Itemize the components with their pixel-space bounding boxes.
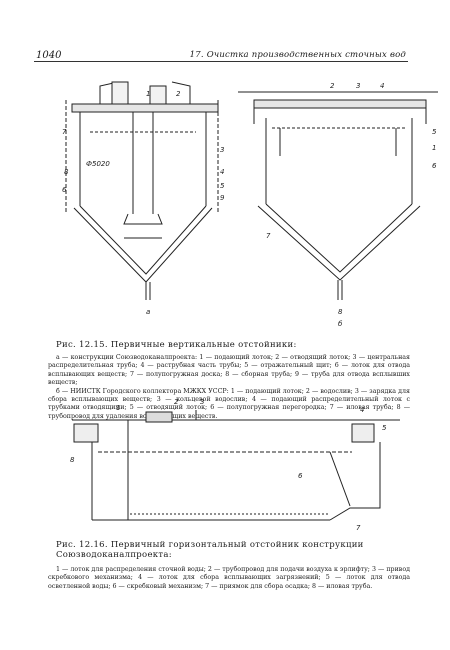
label-b-2: 2 — [330, 82, 335, 90]
label-b-6: 6 — [432, 162, 437, 170]
page-number: 1040 — [36, 50, 62, 61]
label-a-7: 7 — [62, 128, 67, 136]
figure-12-15-caption-title: Рис. 12.15. Первичные вертикальные отсто… — [56, 340, 297, 350]
figure-12-16-caption-body: 1 — лоток для распределения сточной воды… — [48, 566, 410, 590]
label-b-3: 3 — [356, 82, 360, 90]
tank-b — [238, 91, 438, 300]
tank-a — [65, 81, 219, 300]
label-a-4: 4 — [220, 168, 224, 176]
label-a-3: 3 — [220, 146, 224, 154]
figure-12-16-caption-title: Рис. 12.16. Первичный горизонтальный отс… — [56, 540, 364, 560]
label-a-5: 5 — [220, 182, 225, 190]
figure-12-15-labels: 1 2 3 4 5 6 7 8 9 Ф5020 а 2 3 4 5 1 6 7 … — [62, 82, 437, 328]
figure-12-15-caption: а — конструкции Союзводоканалпроекта: 1 … — [48, 354, 410, 421]
header-rule — [34, 61, 408, 62]
label-a-8: 8 — [64, 168, 69, 176]
label-a-figure-letter: а — [146, 308, 150, 316]
label-a-1: 1 — [146, 90, 150, 98]
running-head: 17. Очистка производственных сточных вод — [189, 50, 406, 60]
label-b-5: 5 — [432, 128, 437, 136]
label-b-figure-letter: б — [338, 320, 343, 328]
label-b-8: 8 — [338, 308, 343, 316]
label-a-9: 9 — [220, 194, 225, 202]
label-a-6: 6 — [62, 186, 67, 194]
label-b-4: 4 — [380, 82, 384, 90]
label-b-1: 1 — [432, 144, 436, 152]
figure-12-16-caption: 1 — лоток для распределения сточной воды… — [48, 566, 410, 591]
caption-part-a: а — конструкции Союзводоканалпроекта: 1 … — [48, 354, 410, 387]
caption-part-b: б — НИИСТК Городского коллектора МЖКХ УС… — [48, 387, 410, 420]
label-b-7: 7 — [266, 232, 271, 240]
label-a-diameter: Ф5020 — [86, 160, 110, 168]
label-a-2: 2 — [176, 90, 181, 98]
